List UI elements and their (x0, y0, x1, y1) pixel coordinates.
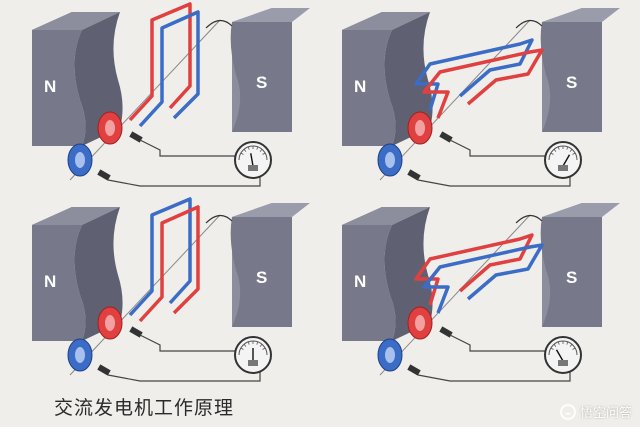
watermark-text: 悟空问答 (579, 406, 632, 421)
brush-upper (439, 326, 453, 338)
coil-loop (414, 233, 544, 314)
wire-lower (107, 176, 261, 187)
watermark-logo-icon (559, 403, 576, 420)
meter-needle (250, 153, 254, 167)
north-label: N (44, 272, 56, 291)
north-magnet: N (342, 207, 433, 341)
wire-upper (139, 334, 238, 352)
rotation-arrow-icon (515, 214, 543, 224)
north-label: N (354, 272, 366, 291)
coil-loop (128, 197, 200, 323)
galvanometer (544, 336, 582, 374)
south-magnet: S (230, 8, 310, 132)
rotation-arrow-icon (205, 19, 233, 29)
brush-lower (97, 169, 111, 181)
galvanometer (234, 141, 272, 179)
galvanometer (234, 336, 272, 374)
meter-needle (555, 349, 564, 362)
coil-loop (414, 38, 544, 119)
watermark: 悟空问答 (559, 402, 632, 421)
wire-lower (107, 371, 261, 382)
south-magnet: S (540, 8, 620, 132)
south-label: S (566, 73, 577, 92)
rotation-axis (69, 214, 221, 376)
south-magnet: S (230, 203, 310, 327)
slip-rings (67, 111, 123, 177)
south-magnet: S (540, 203, 620, 327)
slip-rings (377, 306, 433, 372)
coil-loop (128, 2, 200, 128)
south-label: S (566, 268, 577, 287)
wire-upper (449, 139, 548, 157)
rotation-arrow-icon (205, 214, 233, 224)
south-label: S (256, 268, 267, 287)
brush-upper (129, 131, 143, 143)
north-label: N (354, 77, 366, 96)
slip-rings (377, 111, 433, 177)
brush-lower (407, 364, 421, 376)
north-magnet: N (342, 12, 433, 146)
wire-lower (417, 371, 571, 382)
brush-upper (129, 326, 143, 338)
diagram-caption: 交流发电机工作原理 (54, 397, 235, 419)
meter-needle (562, 154, 571, 167)
north-label: N (44, 77, 56, 96)
south-label: S (256, 73, 267, 92)
rotation-arrow-icon (515, 19, 543, 29)
wire-upper (449, 334, 548, 352)
slip-rings (67, 306, 123, 372)
rotation-axis (69, 19, 221, 181)
galvanometer (544, 141, 582, 179)
brush-lower (97, 364, 111, 376)
wire-upper (139, 139, 238, 157)
wire-lower (417, 176, 571, 187)
brush-upper (439, 131, 453, 143)
brush-lower (407, 169, 421, 181)
north-magnet: N (32, 12, 123, 146)
